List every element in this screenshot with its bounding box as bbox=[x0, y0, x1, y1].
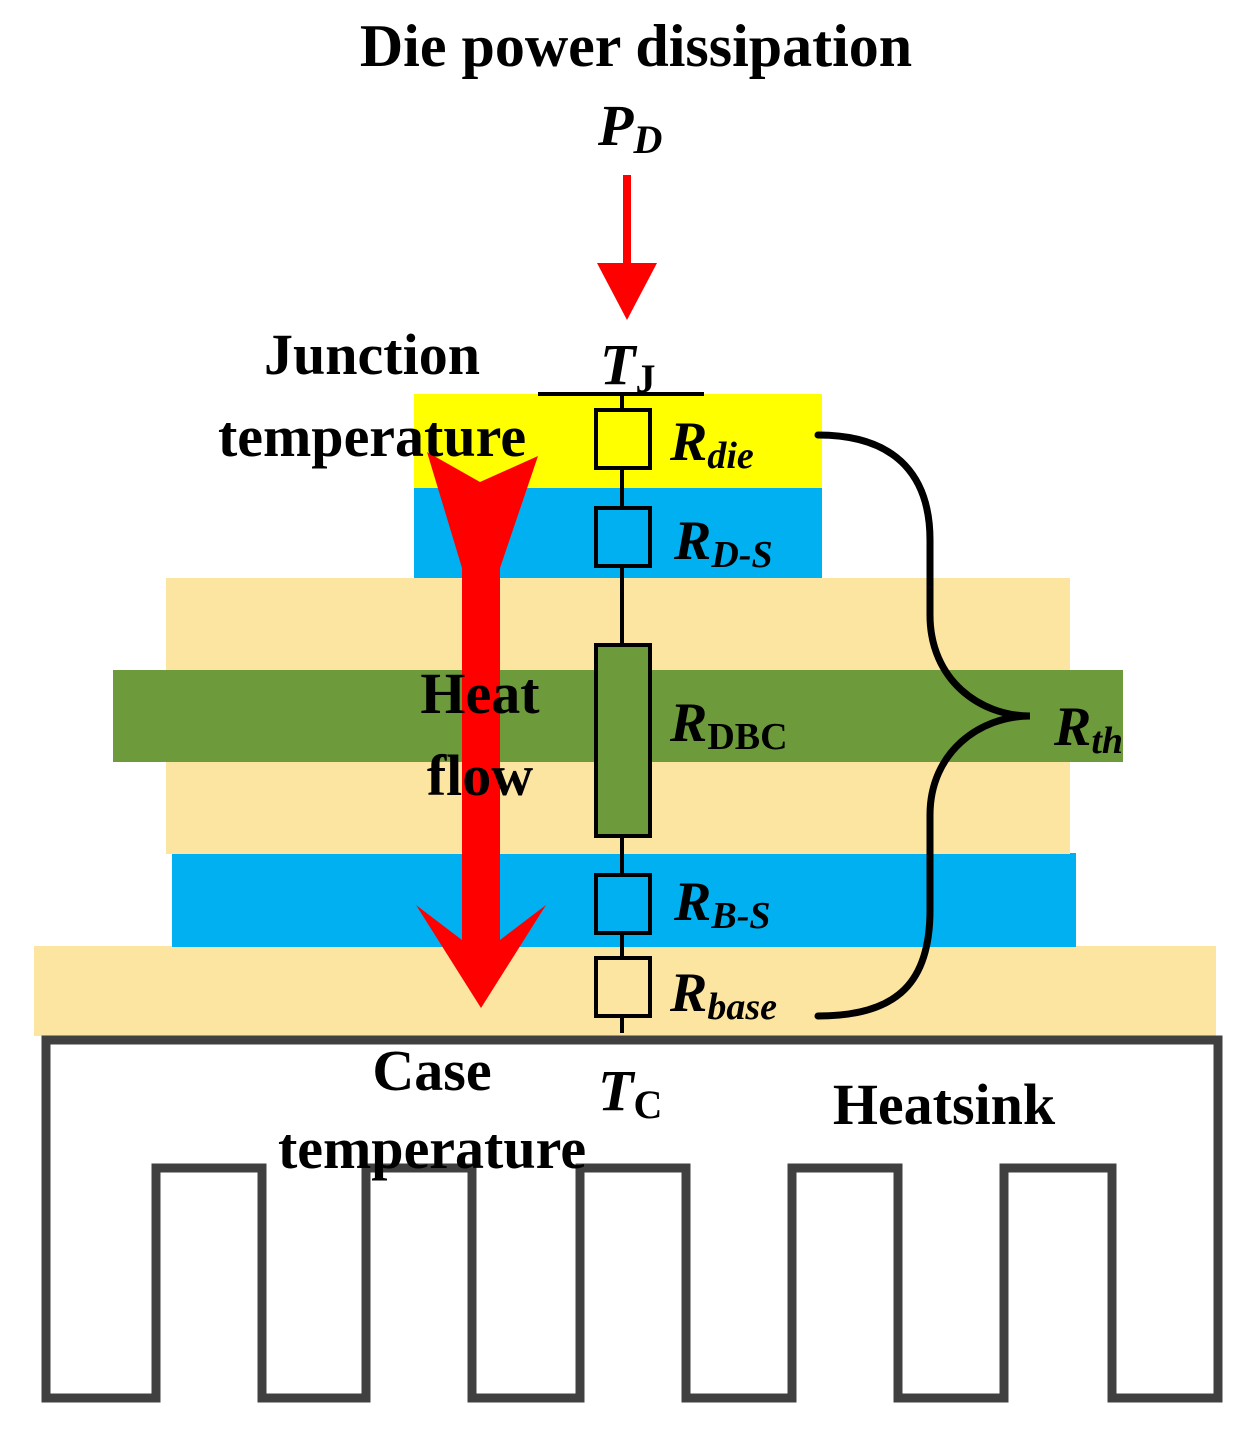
case-label-line1: Case bbox=[372, 1038, 491, 1103]
heat-flow-arrow bbox=[416, 452, 546, 1008]
rth-label: Rth bbox=[1053, 696, 1123, 762]
r-dbc-label: RDBC bbox=[669, 692, 788, 758]
title: Die power dissipation bbox=[360, 13, 912, 79]
r-ds-label: RD-S bbox=[673, 510, 773, 576]
resistor-base bbox=[594, 956, 652, 1018]
tj-symbol: TJ bbox=[600, 332, 655, 401]
heatsink-label: Heatsink bbox=[833, 1072, 1056, 1137]
tc-symbol: TC bbox=[598, 1058, 662, 1127]
heat-flow-label-line2: flow bbox=[427, 743, 533, 808]
rth-curly-brace bbox=[814, 431, 1031, 1020]
r-bs-label: RB-S bbox=[673, 871, 771, 937]
junction-label-line2: temperature bbox=[218, 404, 526, 469]
heat-flow-label-line1: Heat bbox=[420, 661, 540, 726]
r-base-label: Rbase bbox=[669, 962, 777, 1028]
power-input-arrow-shaft bbox=[623, 175, 631, 265]
junction-label-line1: Junction bbox=[264, 322, 480, 387]
resistor-dbc bbox=[594, 643, 652, 838]
resistor-die-solder bbox=[594, 506, 652, 568]
resistor-die bbox=[594, 408, 652, 470]
case-label-line2: temperature bbox=[278, 1116, 586, 1181]
power-symbol: PD bbox=[597, 93, 662, 162]
power-input-arrow-head bbox=[597, 263, 657, 320]
heatsink-outline bbox=[41, 1035, 1223, 1403]
resistor-base-solder bbox=[594, 873, 652, 935]
r-die-label: Rdie bbox=[669, 411, 754, 477]
